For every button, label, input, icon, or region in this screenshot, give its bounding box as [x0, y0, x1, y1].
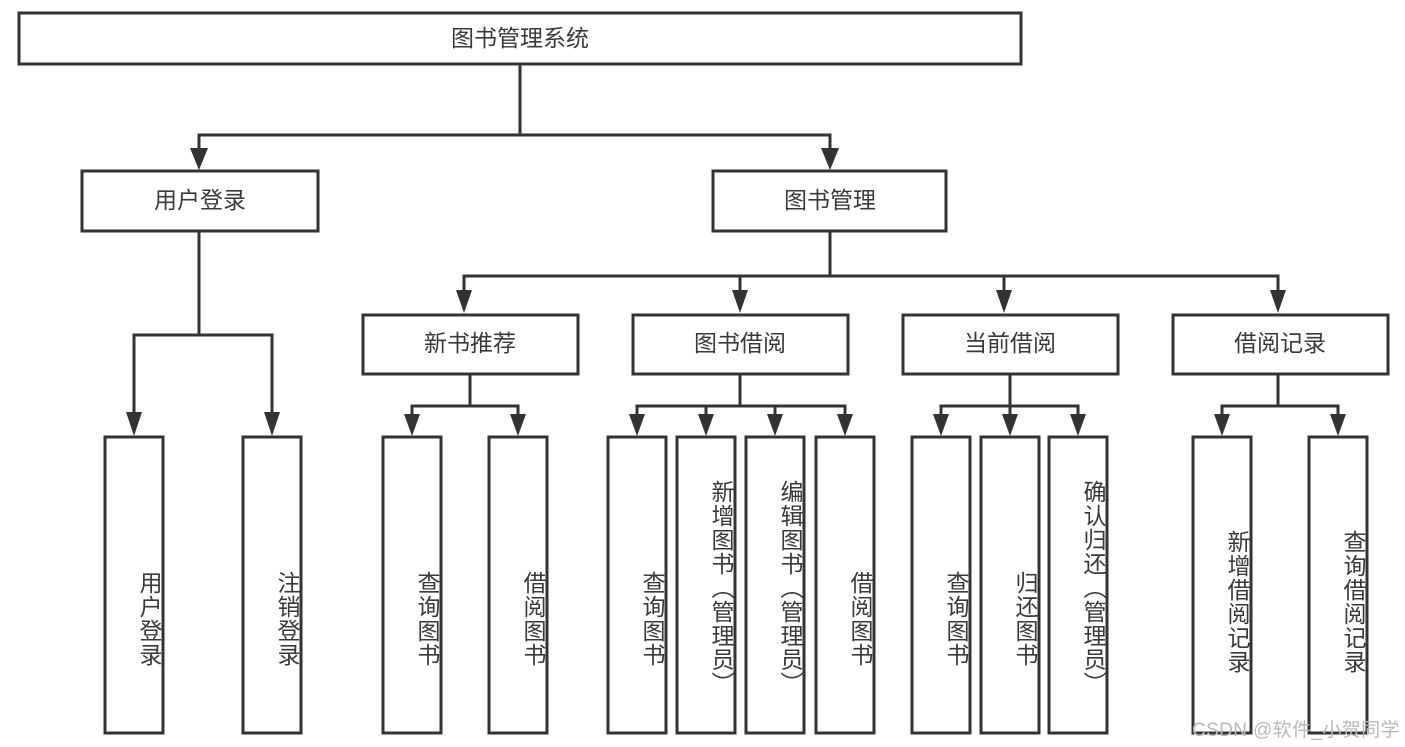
arrowhead-current-borrow [996, 290, 1012, 313]
node-new-book-recommend[interactable]: 新书推荐 [361, 313, 580, 376]
node-root-label: 图书管理系统 [451, 25, 589, 51]
node-book-borrow-box[interactable] [631, 313, 850, 376]
leaf-logout-login-box[interactable] [241, 435, 303, 735]
leaf-query-book-1-box[interactable] [381, 435, 443, 735]
leaf-user-login-box[interactable] [103, 435, 165, 735]
csdn-watermark: CSDN @软件_小贺同学 [1192, 720, 1400, 741]
node-current-borrow[interactable]: 当前借阅 [901, 313, 1120, 376]
arrowhead-leaf-borrow-book-1 [510, 414, 526, 436]
arrowhead-borrow-record [1270, 290, 1286, 313]
arrowhead-leaf-query-book-2 [629, 414, 645, 436]
connector-group-new-book-recommend [404, 373, 526, 436]
leaf-borrow-book-1-box[interactable] [487, 435, 549, 735]
node-new-book-recommend-box[interactable] [361, 313, 580, 376]
connector-group-book-borrow [629, 373, 853, 436]
node-book-management-box[interactable] [711, 169, 948, 233]
node-root[interactable]: 图书管理系统 [17, 11, 1023, 66]
connector-group-root [190, 63, 839, 170]
arrowhead-leaf-query-book-3 [933, 414, 949, 436]
arrowhead-leaf-confirm-return [1070, 414, 1086, 436]
node-root-box[interactable] [17, 11, 1023, 66]
arrowhead-leaf-return-book [1002, 414, 1018, 436]
arrowhead-leaf-query-record [1330, 414, 1346, 436]
node-user-login[interactable]: 用户登录 [80, 169, 320, 233]
leaf-return-book-box[interactable] [979, 435, 1041, 735]
node-book-borrow-label: 图书借阅 [694, 330, 786, 356]
leaf-query-book-3-box[interactable] [910, 435, 972, 735]
leaf-add-record-box[interactable] [1191, 435, 1253, 735]
leaf-confirm-return-box[interactable] [1047, 435, 1109, 735]
arrowhead-leaf-borrow-book-2 [837, 414, 853, 436]
connector-group-borrow-record [1214, 373, 1346, 436]
leaf-edit-book-box[interactable] [744, 435, 806, 735]
leaf-query-book-2-box[interactable] [606, 435, 668, 735]
arrowhead-leaf-user-login [126, 412, 142, 436]
arrowhead-user-login [190, 148, 208, 170]
node-current-borrow-box[interactable] [901, 313, 1120, 376]
node-user-login-label: 用户登录 [154, 187, 246, 213]
arrowhead-book-management [821, 148, 839, 170]
connector-group-book-management [456, 230, 1286, 313]
leaf-borrow-book-2-box[interactable] [814, 435, 876, 735]
arrowhead-leaf-edit-book [767, 414, 783, 436]
node-book-management[interactable]: 图书管理 [711, 169, 948, 233]
node-borrow-record-box[interactable] [1171, 313, 1390, 376]
node-new-book-recommend-label: 新书推荐 [424, 330, 516, 356]
node-borrow-record[interactable]: 借阅记录 [1171, 313, 1390, 376]
node-book-borrow[interactable]: 图书借阅 [631, 313, 850, 376]
node-book-management-label: 图书管理 [784, 187, 876, 213]
connector-group-current-borrow [933, 373, 1086, 436]
arrowhead-book-borrow [732, 290, 748, 313]
arrowhead-leaf-add-book [698, 414, 714, 436]
arrowhead-leaf-logout-login [264, 412, 280, 436]
leaf-add-book-box[interactable] [675, 435, 737, 735]
arrowhead-leaf-add-record [1214, 414, 1230, 436]
node-borrow-record-label: 借阅记录 [1234, 330, 1326, 356]
leaf-query-record-box[interactable] [1307, 435, 1369, 735]
arrowhead-new-book-recommend [456, 290, 472, 313]
arrowhead-leaf-query-book-1 [404, 414, 420, 436]
connector-group-user-login [126, 230, 280, 436]
node-user-login-box[interactable] [80, 169, 320, 233]
node-current-borrow-label: 当前借阅 [964, 330, 1056, 356]
